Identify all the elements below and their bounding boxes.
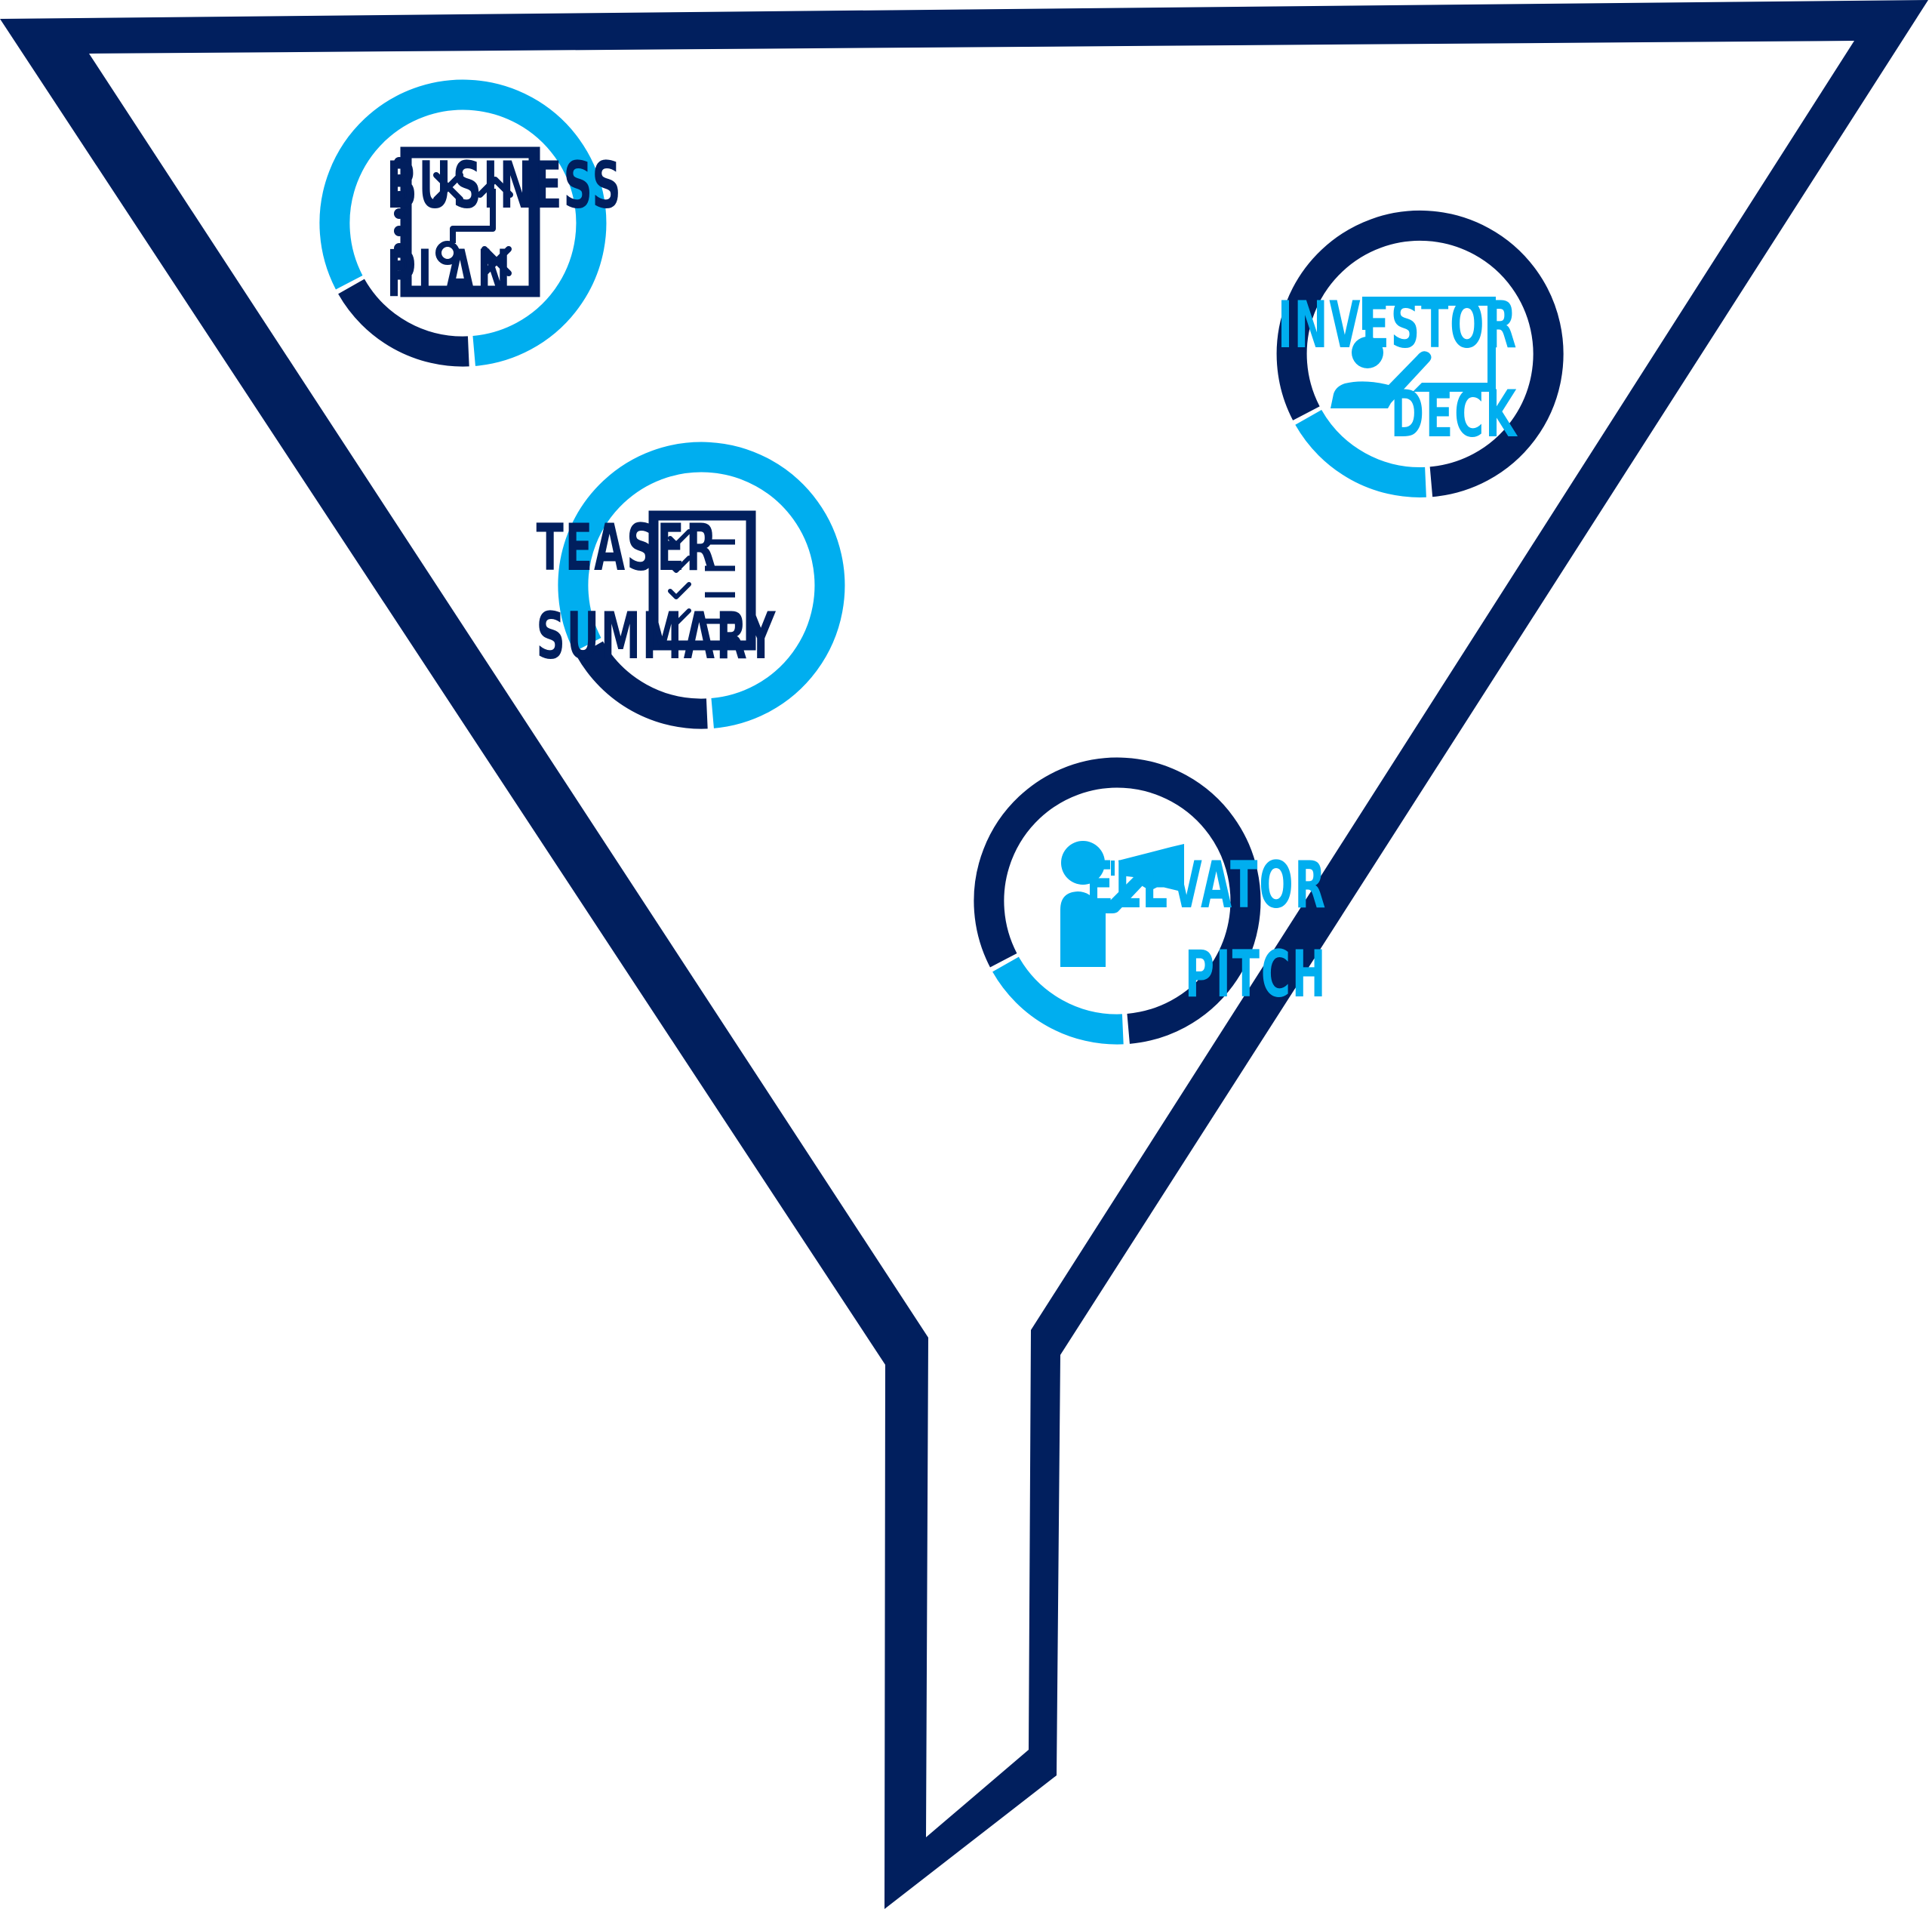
stage-investor-deck-line1: INVESTOR: [1278, 288, 1518, 363]
stage-investor-deck: INVESTOR DECK: [1276, 210, 1564, 497]
presentation-icon: [1331, 297, 1496, 408]
stage-teaser-summary-line1: TEASER: [537, 510, 718, 586]
stage-business-plan-line2: PLAN: [386, 236, 512, 312]
stage-teaser-summary: TEASER SUMMARY: [537, 442, 845, 729]
megaphone-person-icon: [1060, 841, 1184, 967]
stage-business-plan: BUSINESS PLAN: [319, 79, 623, 367]
stage-teaser-summary-line2: SUMMARY: [537, 599, 777, 674]
stage-elevator-pitch-line2: PITCH: [1185, 937, 1327, 1012]
strategy-plan-icon: [394, 146, 540, 297]
ring-investor-deck-main: [1276, 210, 1564, 497]
ring-investor-deck-accent: [1295, 409, 1426, 497]
ring-teaser-summary: [558, 442, 845, 729]
ring-investor-deck: [1276, 210, 1564, 497]
stage-elevator-pitch-line1: ELEVATOR: [1086, 848, 1327, 923]
ring-business-plan: [319, 79, 607, 367]
ring-elevator-pitch-accent: [992, 956, 1124, 1045]
ring-elevator-pitch-main: [974, 757, 1261, 1044]
stage-business-plan-line1: BUSINESS: [386, 148, 623, 223]
stage-investor-deck-line2: DECK: [1391, 377, 1518, 452]
stage-elevator-pitch: ELEVATOR PITCH: [974, 757, 1327, 1045]
ring-teaser-summary-accent: [577, 641, 708, 729]
checklist-icon: [648, 510, 756, 651]
ring-teaser-summary-main: [558, 442, 845, 728]
ring-business-plan-accent: [338, 279, 469, 367]
ring-business-plan-main: [319, 79, 607, 366]
ring-elevator-pitch: [974, 757, 1261, 1045]
